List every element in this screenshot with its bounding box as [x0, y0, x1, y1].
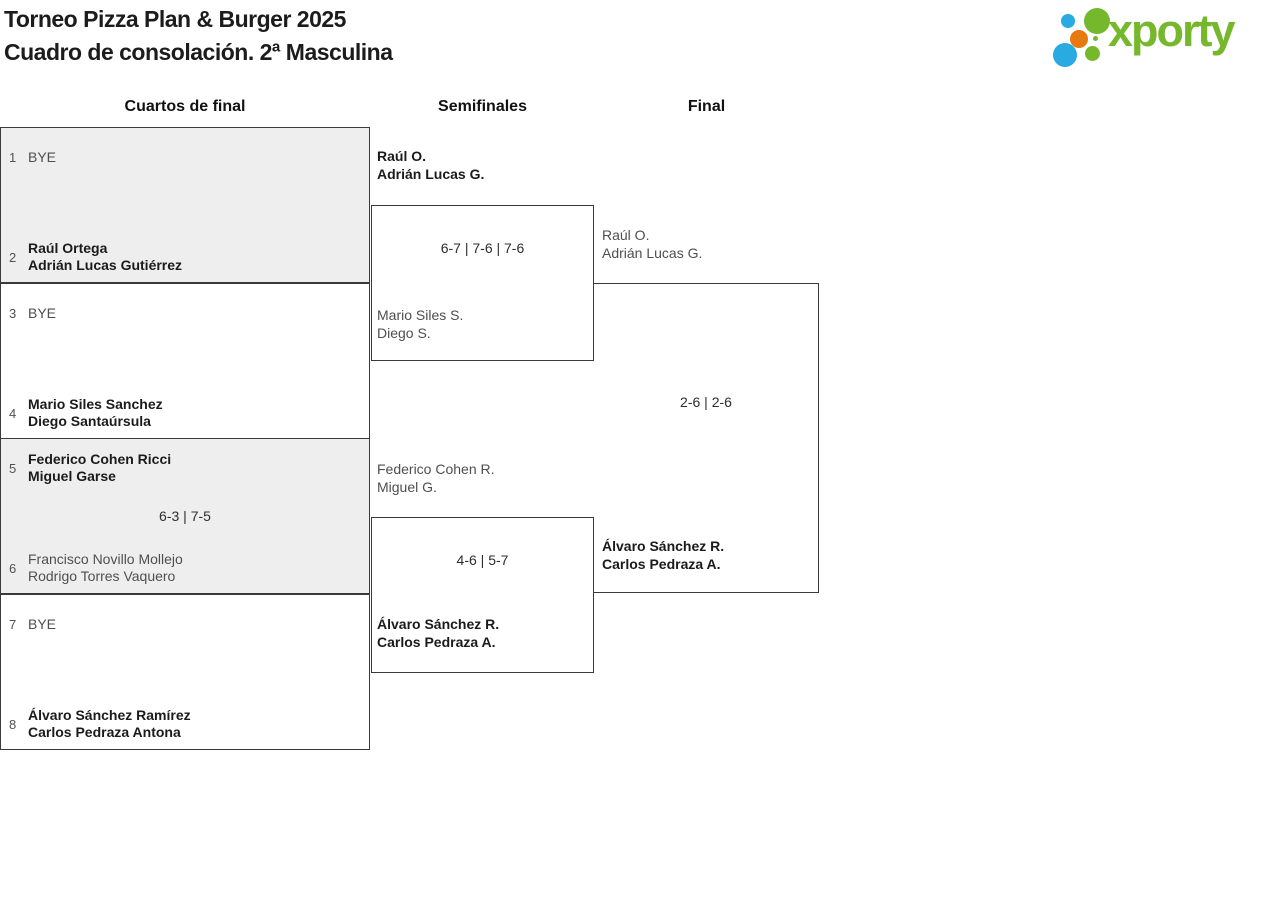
logo-dot-icon	[1093, 36, 1098, 41]
team-names: Mario Siles Sanchez Diego Santaúrsula	[28, 396, 163, 429]
sf2-team-a: Federico Cohen R. Miguel G.	[377, 461, 495, 495]
team-names: Raúl Ortega Adrián Lucas Gutiérrez	[28, 240, 183, 273]
qf-match-2[interactable]: 3 BYE 4 Mario Siles Sanchez Diego Santaú…	[0, 283, 370, 439]
match-score: 6-3 | 7-5	[159, 508, 211, 524]
logo-wordmark: xporty	[1108, 5, 1236, 56]
bracket-subtitle: Cuadro de consolación. 2ª Masculina	[4, 39, 393, 65]
final-team-b: Álvaro Sánchez R. Carlos Pedraza A.	[602, 538, 725, 572]
team-names: Álvaro Sánchez Ramírez Carlos Pedraza An…	[28, 707, 191, 740]
team-slot: 6 Francisco Novillo Mollejo Rodrigo Torr…	[9, 551, 363, 585]
team-slot: 4 Mario Siles Sanchez Diego Santaúrsula	[9, 396, 363, 430]
sf-match-1[interactable]: 6-7 | 7-6 | 7-6	[371, 205, 594, 361]
team-slot: 8 Álvaro Sánchez Ramírez Carlos Pedraza …	[9, 707, 363, 741]
team-names: BYE	[28, 304, 57, 321]
round-header-semifinals: Semifinales	[438, 98, 527, 115]
team-slot: 3 BYE	[9, 296, 363, 330]
match-score: 2-6 | 2-6	[680, 394, 732, 410]
team-names: Federico Cohen Ricci Miguel Garse	[28, 451, 172, 484]
qf-match-4[interactable]: 7 BYE 8 Álvaro Sánchez Ramírez Carlos Pe…	[0, 594, 370, 750]
round-header-final: Final	[687, 98, 726, 115]
seed-number: 6	[9, 560, 17, 576]
sf1-team-a: Raúl O. Adrián Lucas G.	[377, 148, 485, 182]
page-title: Torneo Pizza Plan & Burger 2025 Cuadro d…	[4, 3, 393, 69]
logo-dot-icon	[1053, 43, 1077, 67]
seed-number: 1	[9, 149, 17, 165]
seed-number: 7	[9, 616, 17, 632]
logo-dot-icon	[1084, 8, 1110, 34]
qf-match-1[interactable]: 1 BYE 2 Raúl Ortega Adrián Lucas Gutiérr…	[0, 127, 370, 283]
seed-number: 3	[9, 305, 17, 321]
round-header-quarterfinals: Cuartos de final	[124, 98, 246, 115]
team-names: BYE	[28, 615, 57, 632]
tournament-name: Torneo Pizza Plan & Burger 2025	[4, 6, 346, 32]
team-names: Francisco Novillo Mollejo Rodrigo Torres…	[28, 551, 183, 584]
final-match[interactable]: 2-6 | 2-6	[594, 283, 819, 593]
logo-dot-icon	[1061, 14, 1075, 28]
qf-match-3[interactable]: 5 Federico Cohen Ricci Miguel Garse 6-3 …	[0, 438, 370, 594]
team-slot: 7 BYE	[9, 607, 363, 641]
sf-match-2[interactable]: 4-6 | 5-7	[371, 517, 594, 673]
seed-number: 8	[9, 716, 17, 732]
seed-number: 4	[9, 405, 17, 421]
logo-dot-icon	[1070, 30, 1088, 48]
team-slot: 2 Raúl Ortega Adrián Lucas Gutiérrez	[9, 240, 363, 274]
xporty-logo[interactable]: xporty	[1050, 0, 1278, 72]
team-slot: 5 Federico Cohen Ricci Miguel Garse	[9, 451, 363, 485]
seed-number: 5	[9, 460, 17, 476]
match-score: 6-7 | 7-6 | 7-6	[440, 240, 525, 256]
match-score: 4-6 | 5-7	[456, 552, 509, 568]
seed-number: 2	[9, 249, 17, 265]
final-team-a: Raúl O. Adrián Lucas G.	[602, 227, 703, 261]
logo-dot-icon	[1085, 46, 1100, 61]
team-names: BYE	[28, 148, 57, 165]
sf1-team-b: Mario Siles S. Diego S.	[377, 307, 464, 341]
sf2-team-b: Álvaro Sánchez R. Carlos Pedraza A.	[377, 616, 500, 650]
team-slot: 1 BYE	[9, 140, 363, 174]
